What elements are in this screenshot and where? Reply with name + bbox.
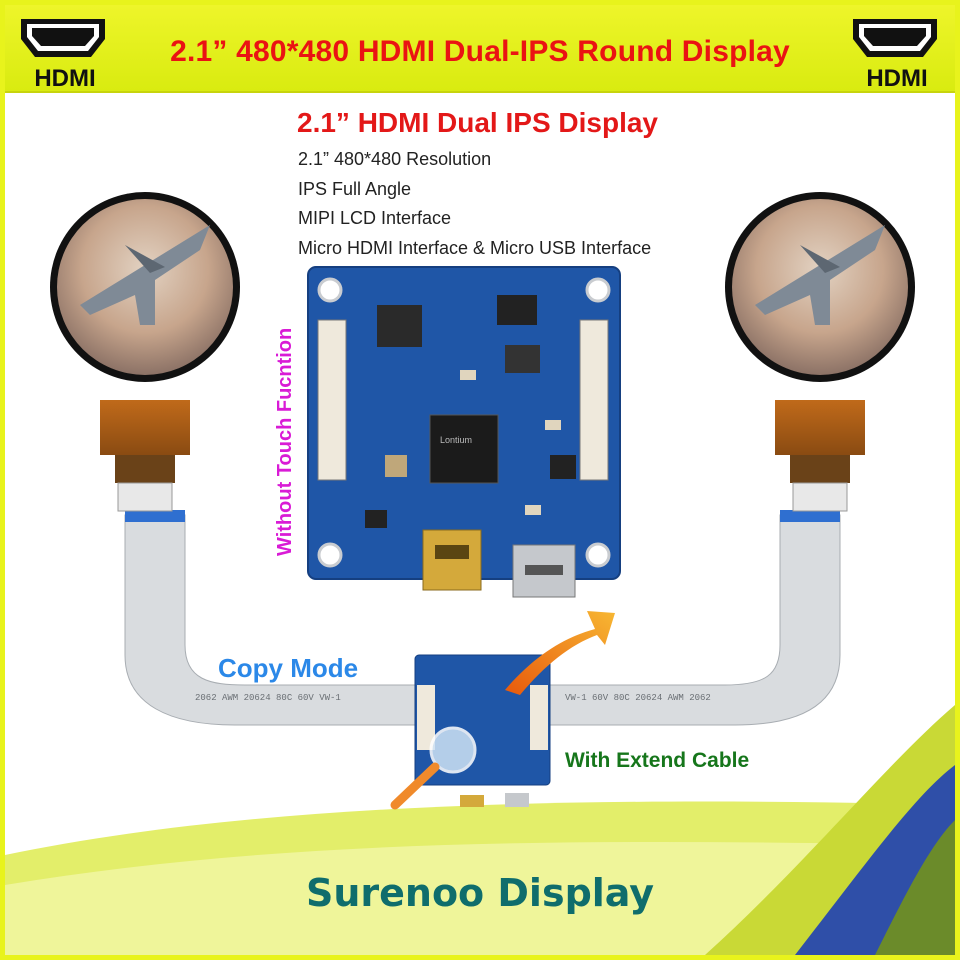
- feature-item: IPS Full Angle: [298, 178, 412, 199]
- driver-board: Lontium: [307, 266, 621, 598]
- extend-cable-label: With Extend Cable: [565, 749, 750, 772]
- hdmi-logo-left: HDMI: [15, 13, 115, 92]
- right-round-display: [725, 192, 915, 512]
- left-round-display: [50, 192, 240, 512]
- feature-list: 2.1” 480*480 Resolution IPS Full Angle M…: [298, 147, 651, 265]
- feature-item: MIPI LCD Interface: [298, 208, 452, 228]
- hdmi-logo-label: HDMI: [866, 65, 928, 92]
- brand-name: Surenoo Display: [305, 871, 655, 915]
- hdmi-logo-label: HDMI: [34, 65, 96, 92]
- svg-text:VW-1 60V 80C 20624 AWM 2062: VW-1 60V 80C 20624 AWM 2062: [565, 693, 711, 703]
- hdmi-port-icon: [21, 19, 105, 57]
- product-subtitle: 2.1” HDMI Dual IPS Display: [297, 107, 658, 138]
- arrow-icon: [505, 611, 615, 695]
- hdmi-port-icon: [853, 19, 937, 57]
- product-scene: 2062 AWM 20624 80C 60V VW-1 VW-1 60V 80C…: [5, 192, 955, 955]
- feature-item: 2.1” 480*480 Resolution: [298, 149, 492, 169]
- svg-text:2062 AWM 20624 80C 60V VW-1: 2062 AWM 20624 80C 60V VW-1: [195, 693, 341, 703]
- feature-item: Micro HDMI Interface & Micro USB Interfa…: [298, 237, 652, 258]
- ribbon-cables: 2062 AWM 20624 80C 60V VW-1 VW-1 60V 80C…: [124, 510, 841, 726]
- copy-mode-label: Copy Mode: [218, 653, 359, 683]
- touch-note: Without Touch Fucntion: [274, 327, 296, 556]
- page-title: 2.1” 480*480 HDMI Dual-IPS Round Display: [170, 35, 790, 68]
- bottom-swoosh: [5, 705, 955, 955]
- header-bar: HDMI 2.1” 480*480 HDMI Dual-IPS Round Di…: [5, 5, 955, 93]
- svg-text:Lontium: Lontium: [440, 435, 472, 445]
- hdmi-logo-right: HDMI: [847, 13, 947, 92]
